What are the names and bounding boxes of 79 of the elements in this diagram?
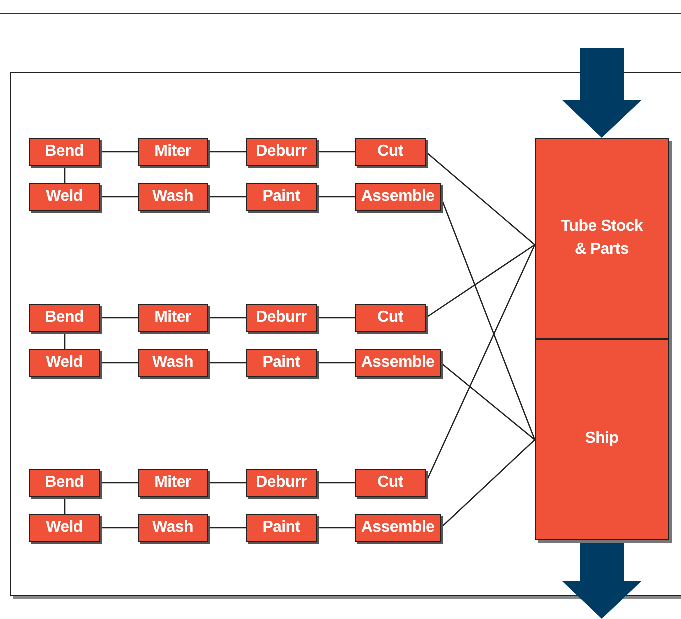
connector-line bbox=[208, 317, 246, 319]
process-label: Bend bbox=[45, 472, 84, 493]
process-box bbox=[29, 349, 100, 377]
connector-line bbox=[440, 362, 536, 440]
process-box bbox=[29, 138, 100, 166]
process-box bbox=[355, 183, 441, 211]
connector-line bbox=[208, 482, 246, 484]
process-label: Cut bbox=[378, 472, 404, 493]
process-label: Paint bbox=[262, 352, 300, 373]
process-label: Deburr bbox=[256, 308, 307, 328]
process-box bbox=[355, 469, 426, 497]
process-box bbox=[138, 349, 208, 377]
process-label: Wash bbox=[152, 352, 194, 373]
process-box bbox=[138, 138, 208, 166]
process-label: Cut bbox=[378, 142, 404, 162]
process-box bbox=[355, 304, 426, 332]
process-box bbox=[138, 469, 208, 497]
process-box bbox=[29, 304, 100, 332]
process-label: Assemble bbox=[361, 186, 435, 207]
connector-line bbox=[100, 196, 138, 198]
connector-line bbox=[208, 151, 246, 153]
process-box bbox=[355, 514, 441, 542]
connector-line bbox=[100, 482, 138, 484]
process-label: Wash bbox=[152, 186, 194, 207]
connector-line bbox=[426, 152, 536, 246]
connector-line bbox=[317, 482, 355, 484]
process-label: Assemble bbox=[361, 518, 435, 538]
connector-line bbox=[208, 362, 246, 364]
connector-line bbox=[100, 151, 138, 153]
process-label: Bend bbox=[45, 308, 84, 328]
connector-line bbox=[100, 362, 138, 364]
process-box bbox=[355, 138, 426, 166]
process-box bbox=[246, 304, 317, 332]
connector-line bbox=[64, 166, 66, 183]
process-box bbox=[246, 469, 317, 497]
connector-line bbox=[426, 244, 536, 319]
process-box bbox=[246, 183, 317, 211]
process-box bbox=[246, 514, 317, 542]
process-label: Weld bbox=[46, 518, 83, 538]
process-box bbox=[535, 339, 669, 540]
process-label: Bend bbox=[45, 142, 84, 162]
connector-line bbox=[64, 332, 66, 349]
process-box bbox=[355, 349, 441, 377]
process-label: Weld bbox=[46, 186, 83, 207]
block-arrow bbox=[562, 48, 642, 138]
connector-line bbox=[317, 151, 355, 153]
connector-line bbox=[208, 196, 246, 198]
process-box bbox=[29, 469, 100, 497]
process-label: Cut bbox=[378, 308, 404, 328]
process-label: Ship bbox=[584, 429, 620, 450]
process-label: Miter bbox=[154, 308, 192, 328]
connector-line bbox=[317, 317, 355, 319]
process-label: Tube Stock & Parts bbox=[560, 217, 644, 260]
process-label: Wash bbox=[152, 518, 194, 538]
process-box bbox=[138, 183, 208, 211]
process-box bbox=[138, 304, 208, 332]
process-box bbox=[29, 183, 100, 211]
process-box bbox=[246, 349, 317, 377]
connector-line bbox=[100, 527, 138, 529]
connector-line bbox=[100, 317, 138, 319]
process-box bbox=[246, 138, 317, 166]
connector-line bbox=[440, 440, 536, 528]
process-label: Deburr bbox=[256, 472, 307, 493]
process-label: Paint bbox=[262, 518, 300, 538]
connector-line bbox=[317, 527, 355, 529]
connector-line bbox=[317, 362, 355, 364]
connector-line bbox=[317, 196, 355, 198]
process-label: Weld bbox=[46, 352, 83, 373]
process-box bbox=[29, 514, 100, 542]
process-box bbox=[535, 138, 669, 339]
process-label: Miter bbox=[154, 142, 192, 162]
connector-line bbox=[64, 497, 66, 514]
process-label: Miter bbox=[154, 472, 192, 493]
block-arrow bbox=[562, 540, 642, 619]
process-box bbox=[138, 514, 208, 542]
process-label: Assemble bbox=[361, 352, 435, 373]
process-label: Paint bbox=[262, 186, 300, 207]
process-label: Deburr bbox=[256, 142, 307, 162]
connector-line bbox=[208, 527, 246, 529]
